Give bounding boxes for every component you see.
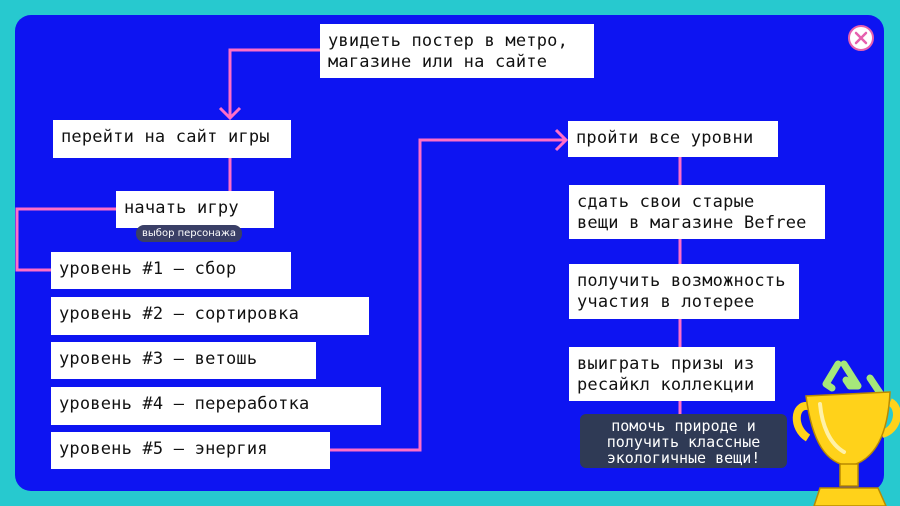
node-final: помочь природе и получить классные эколо…	[580, 414, 787, 468]
node-level3: уровень #3 — ветошь	[51, 342, 316, 379]
node-poster: увидеть постер в метро, магазине или на …	[320, 24, 594, 78]
connector-poster-to-site	[228, 48, 320, 118]
node-all-levels: пройти все уровни	[568, 121, 778, 157]
node-level5: уровень #5 — энергия	[51, 432, 330, 469]
node-prizes: выиграть призы из ресайкл коллекции	[569, 347, 775, 401]
connector-start-to-level1	[15, 207, 116, 272]
trophy-icon	[792, 360, 900, 506]
node-start: начать игру	[116, 191, 274, 228]
connector-level5-to-all-levels	[330, 138, 566, 452]
character-pill: выбор персонажа	[136, 225, 243, 242]
arrow-to-all-levels	[554, 128, 569, 152]
close-icon	[854, 31, 868, 45]
arrow-to-site	[218, 106, 242, 121]
node-level4: уровень #4 — переработка	[51, 387, 381, 425]
node-level1: уровень #1 — сбор	[51, 252, 291, 289]
node-lottery: получить возможность участия в лотерее	[569, 264, 799, 319]
node-donate: сдать свои старые вещи в магазине Befree	[569, 185, 825, 239]
close-button[interactable]	[848, 25, 874, 51]
node-level2: уровень #2 — сортировка	[51, 297, 369, 335]
node-site: перейти на сайт игры	[53, 120, 291, 158]
